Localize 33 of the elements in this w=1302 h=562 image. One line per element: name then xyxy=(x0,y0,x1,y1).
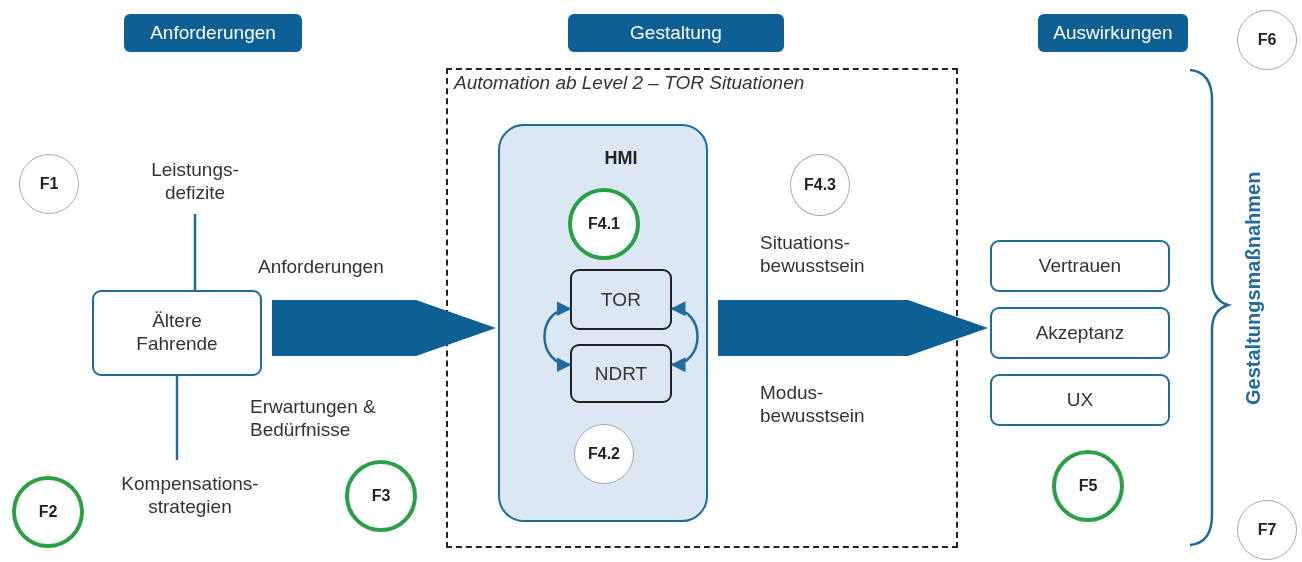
curved-arrow xyxy=(670,303,699,371)
flow-label: Anforderungen xyxy=(258,256,385,279)
group-heading: Automation ab Level 2 – TOR Situationen xyxy=(452,71,806,95)
flow-label: Situations- bewusstsein xyxy=(760,232,866,278)
marker-circle: F6 xyxy=(1237,10,1297,70)
flow-label: Erwartungen & Bedürfnisse xyxy=(250,396,377,442)
section-header: Anforderungen xyxy=(124,14,302,52)
marker-circle: F5 xyxy=(1052,450,1124,522)
marker-circle: F2 xyxy=(12,476,84,548)
group-heading: HMI xyxy=(604,148,638,169)
block-arrow xyxy=(272,300,496,356)
marker-circle: F1 xyxy=(19,154,79,214)
flow-label: Modus- bewusstsein xyxy=(760,382,866,428)
block-arrow xyxy=(718,300,988,356)
marker-circle: F4.2 xyxy=(574,424,634,484)
marker-circle: F7 xyxy=(1237,500,1297,560)
marker-circle: F4.3 xyxy=(790,154,850,216)
process-box: TOR xyxy=(570,269,672,330)
result-box: Akzeptanz xyxy=(990,307,1170,359)
section-header: Auswirkungen xyxy=(1038,14,1188,52)
result-box: Vertrauen xyxy=(990,240,1170,292)
connector-line xyxy=(193,214,197,290)
hmi-panel xyxy=(498,124,708,522)
marker-circle: F3 xyxy=(345,460,417,532)
node-text: Leistungs- defizite xyxy=(150,159,240,205)
process-box: NDRT xyxy=(570,344,672,403)
marker-circle: F4.1 xyxy=(568,188,640,260)
node-text: Kompensations- strategien xyxy=(120,473,260,519)
section-header: Gestaltung xyxy=(568,14,784,52)
connector-line xyxy=(175,376,179,460)
curved-arrow xyxy=(543,303,572,371)
result-box: UX xyxy=(990,374,1170,426)
process-box: Ältere Fahrende xyxy=(92,290,262,376)
